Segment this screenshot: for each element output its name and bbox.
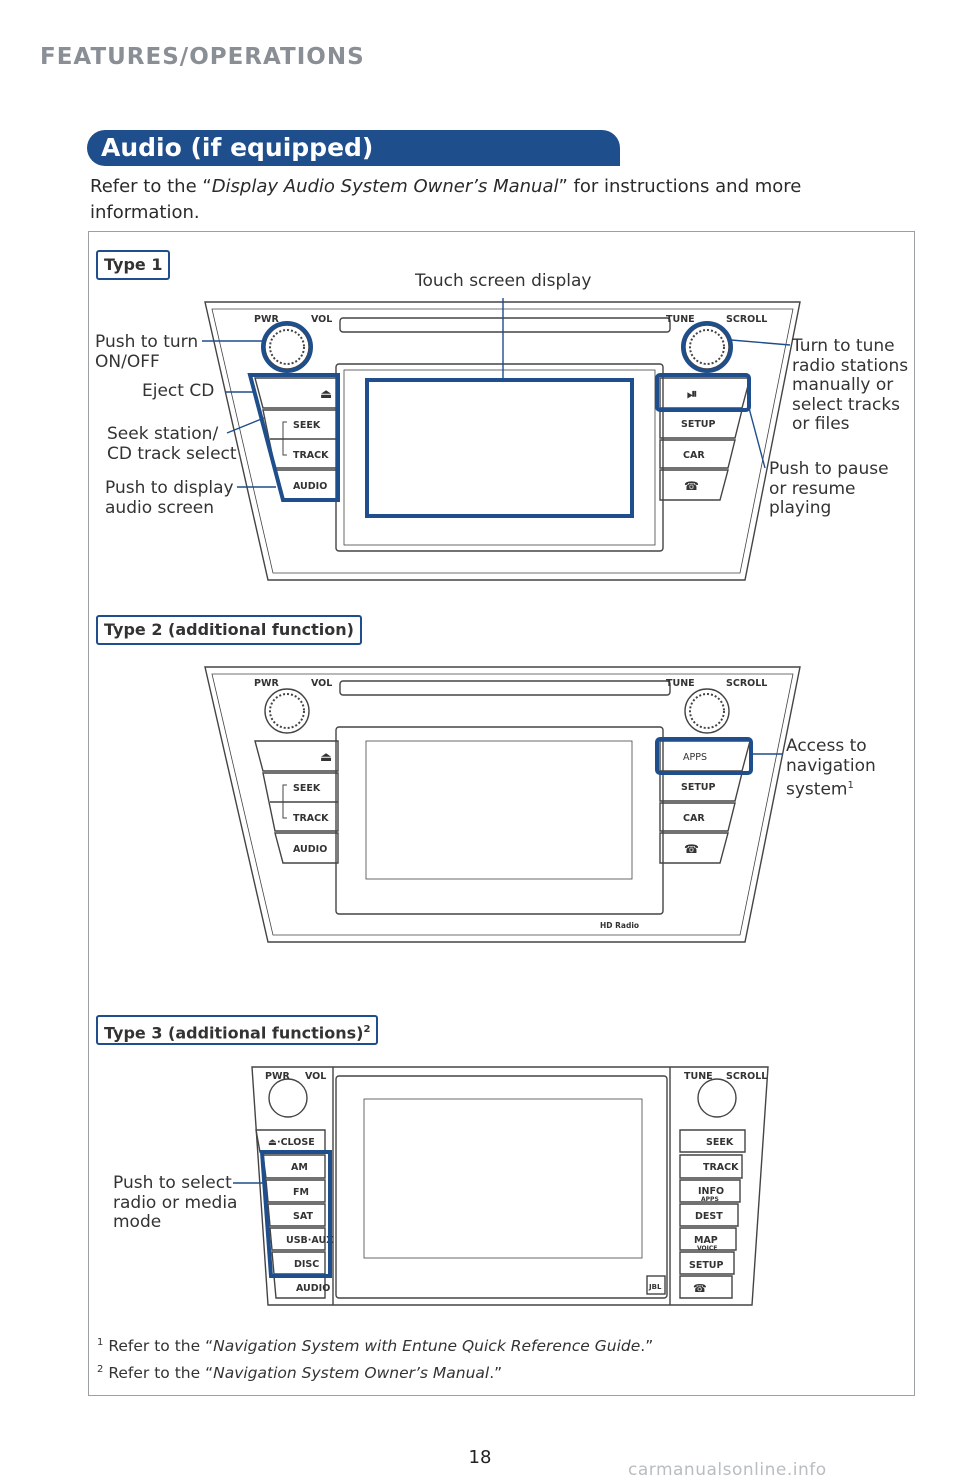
- footnote-1-suffix: .”: [640, 1337, 654, 1356]
- type3-map-text: MAP: [694, 1235, 718, 1246]
- watermark: carmanualsonline.info: [628, 1460, 827, 1480]
- label-apps-line1: Access to: [786, 736, 867, 756]
- footnote-2-prefix: Refer to the “: [108, 1364, 214, 1383]
- label-power: Push to turn ON/OFF: [95, 332, 199, 372]
- type1-vol-text: VOL: [311, 314, 332, 325]
- type3-scroll-text: SCROLL: [726, 1071, 767, 1082]
- page-number: 18: [468, 1447, 492, 1468]
- type1-car-text: CAR: [683, 450, 705, 461]
- figure-box: [88, 231, 915, 1396]
- footnote-1: 1 Refer to the “Navigation System with E…: [97, 1337, 653, 1355]
- type1-phone-icon: ☎: [684, 479, 699, 493]
- type1-audio-text: AUDIO: [293, 481, 327, 492]
- type3-audio-text: AUDIO: [296, 1283, 330, 1294]
- type1-play-pause-icon: ⏯: [687, 387, 697, 402]
- label-eject: Eject CD: [142, 381, 215, 401]
- type2-track-text: TRACK: [293, 813, 329, 824]
- footnote-2-suffix: .”: [489, 1364, 503, 1383]
- type1-tag: Type 1: [96, 250, 171, 280]
- type2-eject-icon: ⏏: [320, 750, 332, 765]
- type2-audio-text: AUDIO: [293, 844, 327, 855]
- type3-close-text: ⏏·CLOSE: [268, 1137, 315, 1148]
- type2-panel: [204, 666, 801, 943]
- type3-fm-text: FM: [293, 1187, 309, 1198]
- type2-car-text: CAR: [683, 813, 705, 824]
- type1-highlights: [247, 321, 751, 518]
- type3-sat-text: SAT: [293, 1211, 313, 1222]
- type1-pwr-text: PWR: [254, 314, 279, 325]
- type3-jbl-logo: JBL: [648, 1283, 662, 1291]
- type3-tag: Type 3 (additional functions)2: [96, 1015, 379, 1045]
- intro-manual-title: Display Audio System Owner’s Manual: [211, 176, 559, 197]
- footnote-2-title: Navigation System Owner’s Manual: [213, 1364, 490, 1383]
- type2-vol-text: VOL: [311, 678, 332, 689]
- type3-panel-text: PWR VOL TUNE SCROLL ⏏·CLOSE AM FM SAT US…: [265, 1071, 767, 1295]
- type2-seek-text: SEEK: [293, 783, 321, 794]
- type3-voice-text: VOICE: [697, 1245, 717, 1252]
- type3-setup-text: SETUP: [689, 1260, 724, 1271]
- intro-suffix: ” for instructions and more information.: [90, 176, 802, 223]
- type2-scroll-text: SCROLL: [726, 678, 767, 689]
- footnote-1-title: Navigation System with Entune Quick Refe…: [213, 1337, 641, 1356]
- type3-info-text: INFO: [698, 1186, 724, 1197]
- type3-highlights: [259, 1150, 332, 1278]
- footnote-2: 2 Refer to the “Navigation System Owner’…: [97, 1364, 502, 1382]
- type3-disc-text: DISC: [294, 1259, 319, 1270]
- label-apps-sup: 1: [847, 780, 854, 791]
- type3-vol-text: VOL: [305, 1071, 326, 1082]
- type2-apps-text: APPS: [683, 752, 707, 763]
- type3-tag-text: Type 3 (additional functions): [104, 1023, 364, 1043]
- type3-am-text: AM: [291, 1162, 308, 1173]
- label-apps-line2: navigation: [786, 755, 876, 776]
- type2-pwr-text: PWR: [254, 678, 279, 689]
- label-apps-line3: system: [786, 779, 848, 800]
- type1-eject-icon: ⏏: [320, 387, 332, 402]
- type2-tag: Type 2 (additional function): [96, 615, 362, 645]
- intro-prefix: Refer to the “: [90, 176, 212, 197]
- type2-panel-text: PWR VOL TUNE SCROLL SEEK TRACK AUDIO APP…: [254, 678, 767, 930]
- section-banner: Audio (if equipped): [87, 130, 620, 166]
- type3-pwr-text: PWR: [265, 1071, 290, 1082]
- type3-apps-text: APPS: [701, 1196, 719, 1203]
- type1-setup-text: SETUP: [681, 419, 716, 430]
- type3-tune-text: TUNE: [684, 1071, 713, 1082]
- footnote-1-prefix: Refer to the “: [108, 1337, 214, 1356]
- type2-radio-logo: HD Radio: [600, 921, 639, 930]
- intro-paragraph: Refer to the “Display Audio System Owner…: [90, 174, 890, 226]
- type3-dest-text: DEST: [695, 1211, 723, 1222]
- label-pause: Push to pause or resume playing: [769, 459, 889, 518]
- label-select-mode: Push to select radio or media mode: [113, 1173, 238, 1232]
- type3-tag-sup: 2: [363, 1024, 371, 1035]
- type1-tune-text: TUNE: [666, 314, 695, 325]
- type1-scroll-text: SCROLL: [726, 314, 767, 325]
- type3-usb-aux-text: USB·AUX: [286, 1235, 334, 1246]
- type2-phone-icon: ☎: [684, 842, 699, 856]
- type3-phone-icon: ☎: [693, 1282, 707, 1295]
- footnote-2-num: 2: [97, 1364, 104, 1375]
- type1-panel: [204, 301, 801, 581]
- type3-panel: [251, 1066, 769, 1306]
- type3-track-text: TRACK: [703, 1162, 739, 1173]
- type3-seek-text: SEEK: [706, 1137, 734, 1148]
- footnote-1-num: 1: [97, 1337, 104, 1348]
- type2-highlights: [655, 737, 753, 775]
- label-tune: Turn to tune radio stations manually or …: [792, 336, 909, 434]
- type1-panel-text: PWR VOL TUNE SCROLL SEEK TRACK AUDIO SET…: [254, 314, 767, 493]
- type2-setup-text: SETUP: [681, 782, 716, 793]
- banner-title: Audio (if equipped): [101, 133, 374, 162]
- label-touch-screen: Touch screen display: [415, 271, 592, 291]
- type2-tune-text: TUNE: [666, 678, 695, 689]
- type1-seek-text: SEEK: [293, 420, 321, 431]
- section-header: FEATURES/OPERATIONS: [40, 44, 365, 70]
- label-seek: Seek station/ CD track select: [107, 424, 237, 464]
- type1-callouts: [202, 298, 791, 488]
- type1-track-text: TRACK: [293, 450, 329, 461]
- label-display-audio: Push to display audio screen: [105, 478, 234, 518]
